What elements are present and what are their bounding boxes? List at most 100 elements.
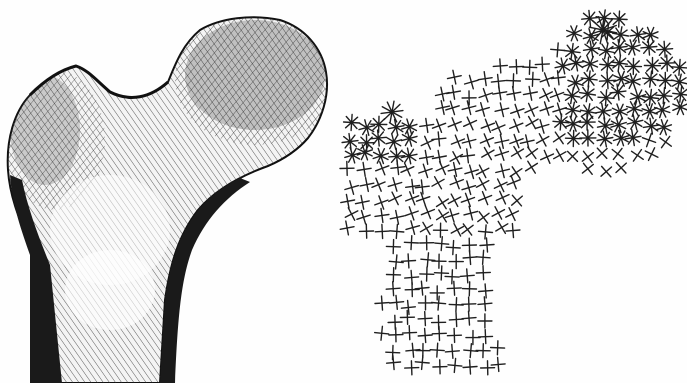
stress-cross-stroke bbox=[445, 276, 459, 277]
stress-cross-stroke bbox=[491, 364, 505, 365]
stress-cross-stroke bbox=[600, 80, 616, 81]
stress-cross-stroke bbox=[449, 319, 463, 320]
stress-cross-stroke bbox=[461, 155, 475, 157]
stress-cross-stroke bbox=[491, 348, 505, 349]
stress-cross-stroke bbox=[432, 138, 446, 139]
stress-cross-stroke bbox=[649, 148, 655, 161]
stress-cross-stroke bbox=[492, 210, 504, 217]
stress-cross-stroke bbox=[510, 169, 522, 177]
stress-cross-stroke bbox=[415, 362, 429, 363]
stress-cross-stroke bbox=[662, 136, 670, 147]
stress-cross-stroke bbox=[404, 242, 418, 243]
stress-cross-stroke bbox=[554, 134, 566, 142]
stress-cross-stroke bbox=[460, 275, 474, 276]
stress-cross-stroke bbox=[402, 261, 416, 262]
stress-cross-stroke bbox=[447, 288, 461, 289]
stress-cross-stroke bbox=[582, 153, 593, 162]
stress-cross-stroke bbox=[541, 154, 554, 160]
stress-cross-stroke bbox=[421, 140, 434, 146]
stress-cross-stroke bbox=[375, 303, 389, 304]
stress-cross-stroke bbox=[405, 277, 419, 278]
stress-cross-stroke bbox=[389, 195, 402, 201]
stress-cross-stroke bbox=[375, 333, 389, 334]
stress-cross-stroke bbox=[402, 135, 416, 143]
stress-cross-stroke bbox=[464, 121, 477, 127]
stress-cross-stroke bbox=[491, 81, 505, 83]
stress-cross-stroke bbox=[496, 195, 509, 201]
stress-cross-stroke bbox=[496, 224, 508, 231]
stress-cross-stroke bbox=[619, 11, 620, 27]
stress-cross-stroke bbox=[463, 367, 477, 368]
stress-cross-stroke bbox=[589, 10, 591, 26]
stress-cross-stroke bbox=[479, 336, 493, 337]
stress-cross-stroke bbox=[420, 124, 434, 126]
stress-cross-stroke bbox=[512, 149, 524, 156]
stress-cross-stroke bbox=[478, 78, 492, 80]
stress-cross-stroke bbox=[432, 333, 446, 334]
stress-cross-stroke bbox=[435, 273, 449, 274]
stress-cross-stroke bbox=[554, 152, 566, 159]
stress-cross-stroke bbox=[480, 245, 494, 246]
stress-cross-stroke bbox=[462, 304, 476, 305]
stress-cross-stroke bbox=[432, 179, 444, 186]
stress-cross-stroke bbox=[401, 307, 415, 308]
stress-cross-stroke bbox=[420, 225, 432, 232]
stress-cross-stroke bbox=[627, 105, 641, 113]
stress-cross-stroke bbox=[478, 303, 492, 304]
stress-cross-stroke bbox=[462, 318, 476, 319]
stress-cross-stroke bbox=[506, 230, 520, 231]
stress-cross-stroke bbox=[450, 155, 462, 162]
stress-cross-stroke bbox=[437, 212, 449, 220]
stress-cross-stroke bbox=[629, 40, 636, 54]
stress-cross-stroke bbox=[391, 167, 405, 169]
stress-cross-stroke bbox=[463, 257, 477, 258]
stress-cross-stroke bbox=[449, 304, 463, 305]
stress-cross-stroke bbox=[480, 138, 493, 143]
stress-cross-stroke bbox=[448, 197, 460, 204]
stress-cross-stroke bbox=[492, 125, 505, 130]
stress-cross-stroke bbox=[387, 362, 401, 363]
stress-cross-stroke bbox=[448, 365, 462, 366]
stress-cross-stroke bbox=[405, 368, 419, 369]
stress-cross-stroke bbox=[582, 164, 593, 173]
stress-cross-stroke bbox=[375, 231, 389, 232]
stress-cross-stroke bbox=[418, 318, 432, 319]
stress-cross-stroke bbox=[421, 259, 435, 260]
stress-cross-stroke bbox=[512, 196, 523, 205]
stress-cross-stroke bbox=[479, 231, 493, 232]
stress-cross-stroke bbox=[387, 138, 401, 146]
stress-cross-stroke bbox=[415, 288, 429, 289]
stress-cross-stroke bbox=[523, 67, 537, 68]
stress-cross-stroke bbox=[506, 81, 520, 82]
stress-cross-stroke bbox=[607, 24, 608, 40]
stress-cross-stroke bbox=[566, 138, 582, 139]
stress-cross-stroke bbox=[610, 91, 626, 93]
stress-cross-stroke bbox=[526, 163, 538, 171]
stress-cross-stroke bbox=[633, 150, 641, 162]
stress-cross-stroke bbox=[535, 64, 549, 65]
stress-cross-stroke bbox=[482, 150, 494, 157]
stress-cross-stroke bbox=[476, 257, 490, 258]
stress-cross-stroke bbox=[445, 351, 459, 352]
stress-cross-stroke bbox=[436, 165, 449, 171]
stress-cross-stroke bbox=[430, 350, 444, 351]
stress-cross-stroke bbox=[526, 119, 538, 126]
stress-cross-stroke bbox=[388, 322, 402, 323]
stress-cross-stroke bbox=[451, 227, 463, 234]
stress-cross-stroke bbox=[418, 335, 432, 336]
stress-cross-stroke bbox=[613, 148, 622, 159]
stress-cross-stroke bbox=[402, 123, 416, 131]
stress-cross-stroke bbox=[446, 247, 460, 248]
stress-cross-stroke bbox=[581, 78, 597, 80]
stress-cross-stroke bbox=[375, 215, 389, 217]
stress-cross-stroke bbox=[494, 182, 507, 188]
stress-cross-stroke bbox=[598, 97, 614, 98]
stress-cross-stroke bbox=[437, 199, 449, 207]
stress-cross-stroke bbox=[478, 213, 489, 221]
stress-cross-stroke bbox=[345, 211, 358, 217]
stress-cross-stroke bbox=[386, 288, 400, 289]
stress-cross-stroke bbox=[537, 137, 549, 144]
stress-cross-stroke bbox=[390, 231, 404, 232]
